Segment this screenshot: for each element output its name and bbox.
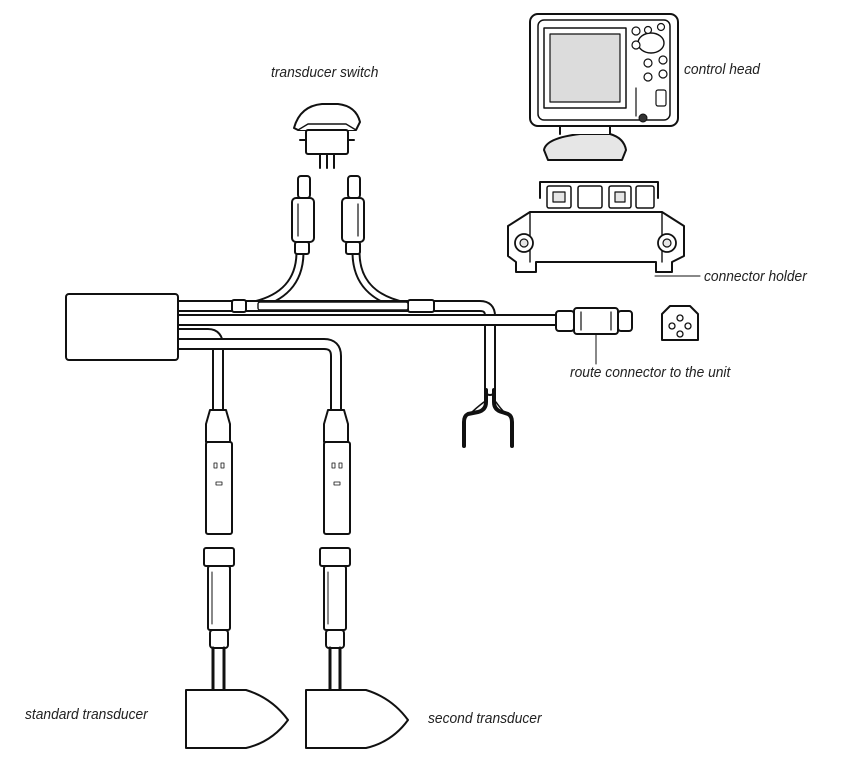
control-head-unit: [529, 13, 679, 161]
splice-sleeve: [407, 299, 435, 313]
splice-sleeve: [257, 301, 409, 311]
label-transducer-switch: transducer switch: [271, 64, 379, 81]
transducer-connector-left: [203, 409, 235, 692]
transducer-connector-right: [319, 409, 351, 692]
standard-transducer-unit: [185, 689, 289, 749]
transducer-switch-unit: [293, 103, 361, 169]
switch-plug-left: [291, 175, 315, 255]
switch-plug-right: [341, 175, 365, 255]
label-route-connector: route connector to the unit: [570, 364, 731, 381]
second-transducer-unit: [305, 689, 409, 749]
label-control-head: control head: [684, 61, 760, 78]
connector-holder-unit: [507, 181, 701, 277]
unit-connector-end-view: [661, 305, 699, 341]
main-harness: [172, 300, 562, 416]
splice-sleeve: [231, 299, 247, 313]
power-leads: [462, 388, 514, 448]
label-second-transducer: second transducer: [428, 710, 542, 727]
harness-junction-box: [65, 293, 179, 361]
label-standard-transducer: standard transducer: [25, 706, 148, 723]
switch-wires: [245, 247, 411, 311]
unit-connector-plug: [555, 307, 633, 365]
label-connector-holder: connector holder: [704, 268, 807, 285]
